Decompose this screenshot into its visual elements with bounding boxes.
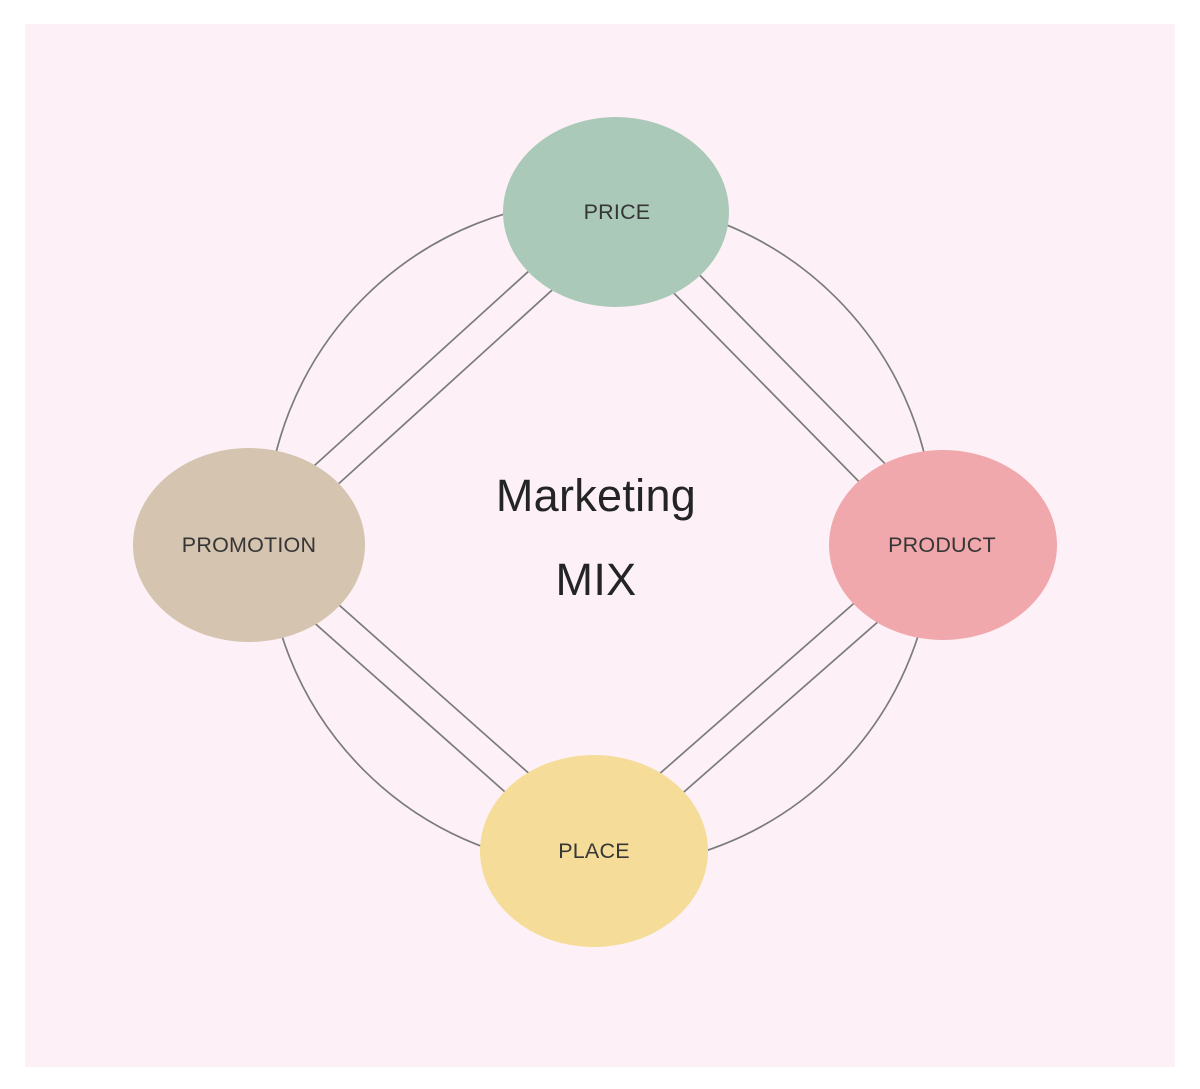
node-promotion: PROMOTION xyxy=(133,448,365,642)
place-label: PLACE xyxy=(558,839,630,863)
price-ellipse xyxy=(503,117,729,307)
promotion-ellipse xyxy=(133,448,365,642)
node-product: PRODUCT xyxy=(829,450,1057,640)
title-line-2: MIX xyxy=(556,554,637,605)
price-label: PRICE xyxy=(584,200,651,224)
product-ellipse xyxy=(829,450,1057,640)
node-place: PLACE xyxy=(480,755,708,947)
product-label: PRODUCT xyxy=(888,533,996,557)
node-price: PRICE xyxy=(503,117,729,307)
place-ellipse xyxy=(480,755,708,947)
title-line-1: Marketing xyxy=(496,470,696,521)
promotion-label: PROMOTION xyxy=(182,533,316,557)
diagram-title: Marketing MIX xyxy=(496,470,696,605)
